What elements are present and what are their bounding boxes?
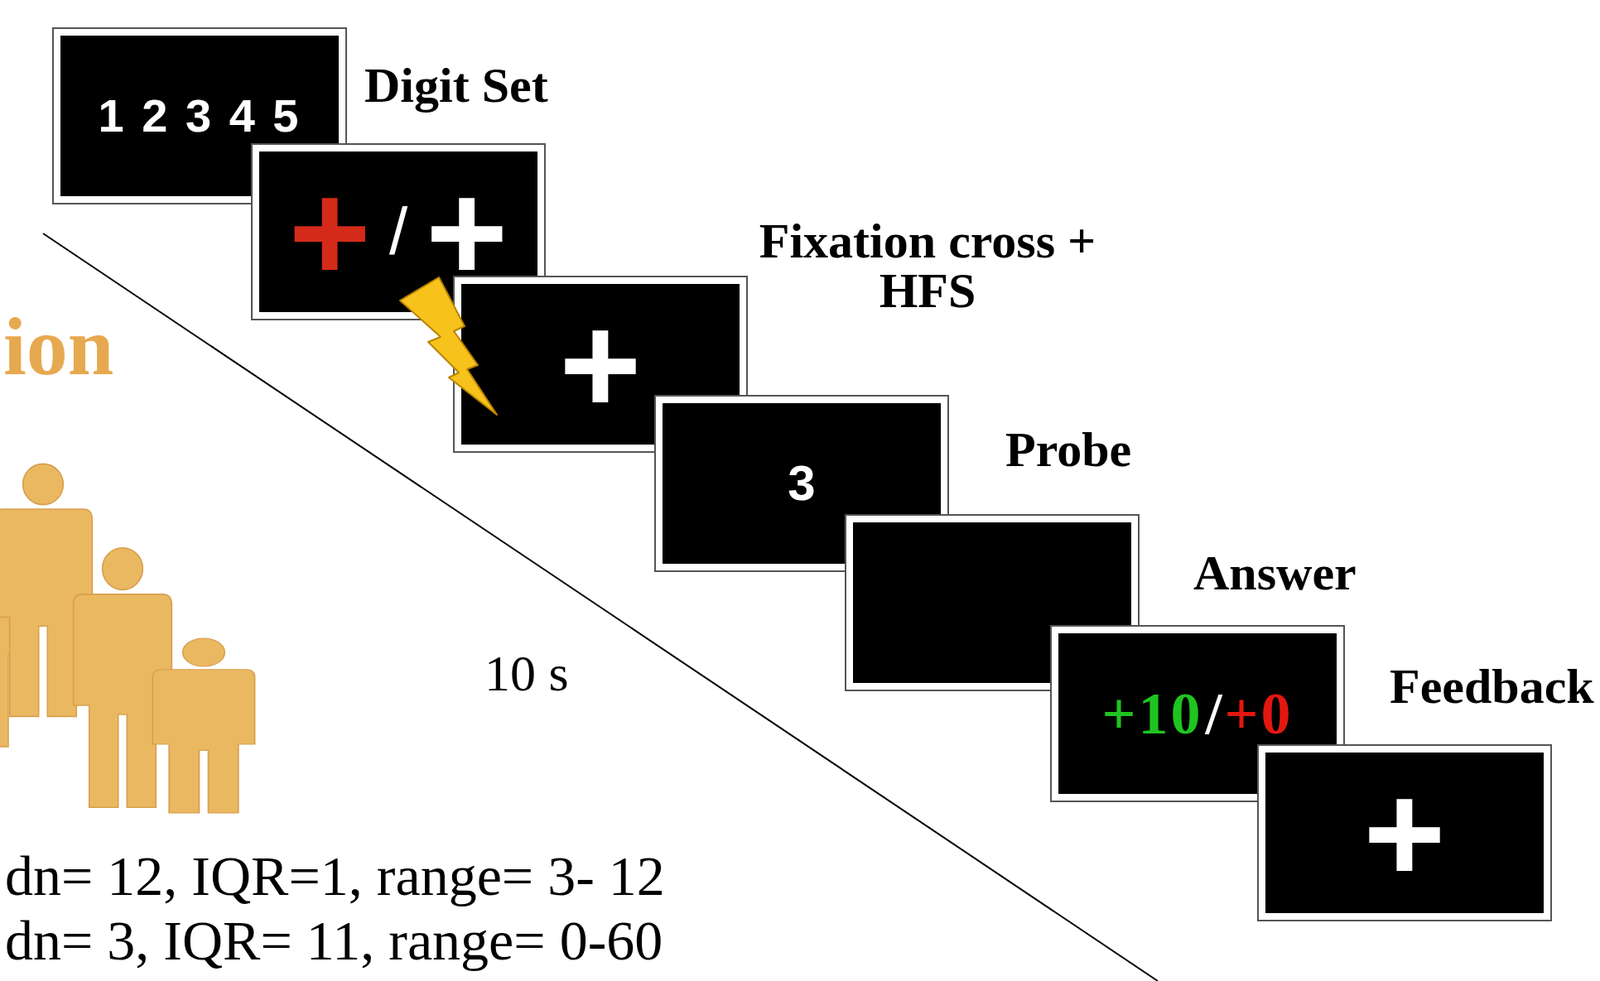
- screen-text: /: [1204, 684, 1222, 744]
- screen-text: +: [1363, 762, 1446, 904]
- screen-frame: [1257, 745, 1552, 921]
- screen-content: 3: [662, 403, 941, 564]
- step-label: Feedback: [1389, 661, 1595, 712]
- screen-text: +: [289, 161, 372, 303]
- screen-frame: [251, 144, 545, 320]
- duration-label: 10 s: [484, 647, 569, 699]
- screen-content: +/+: [259, 151, 538, 313]
- screen-text: 3: [787, 458, 815, 509]
- screen-content: +10/+0: [1058, 633, 1337, 795]
- screen-text: +10: [1101, 684, 1203, 744]
- step-label: Answer: [1193, 548, 1357, 598]
- screen-content: +: [461, 284, 740, 445]
- screen: [259, 151, 538, 313]
- screens: [53, 28, 1552, 921]
- screen-text: /: [389, 198, 408, 266]
- step-label: Fixation cross + HFS: [737, 216, 1119, 316]
- step-label: Digit Set: [364, 60, 549, 111]
- screen-text: +0: [1224, 684, 1294, 744]
- screen: [1265, 752, 1544, 914]
- screen-text: +: [425, 161, 508, 303]
- screen-content: +: [1265, 752, 1544, 914]
- person-icon: [152, 638, 255, 814]
- heading-fragment: ion: [3, 305, 114, 389]
- statistics-line: dn= 12, IQR=1, range= 3- 12: [4, 843, 666, 910]
- screen-text: 1 2 3 4 5: [98, 92, 302, 140]
- statistics-line: dn= 3, IQR= 11, range= 0-60: [4, 907, 663, 974]
- people-group: [0, 463, 256, 813]
- screen-text: +: [559, 293, 641, 435]
- step-label: Probe: [1005, 424, 1132, 475]
